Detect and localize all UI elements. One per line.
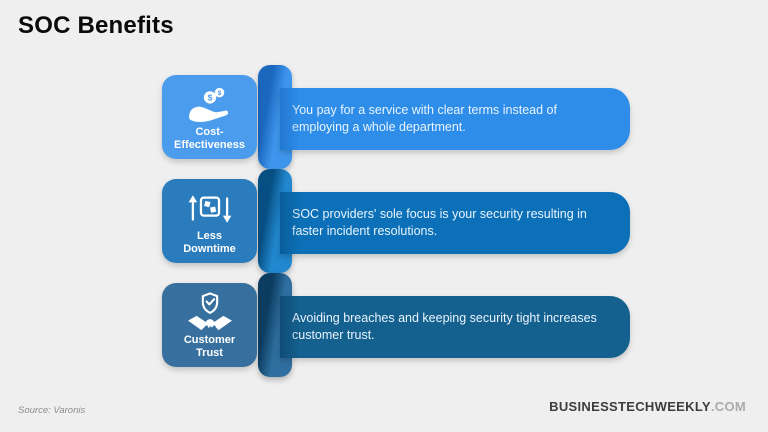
benefit-icon-box: Customer Trust [162,283,257,367]
benefit-row-less-downtime: SOC providers' sole focus is your securi… [0,169,768,283]
benefit-label: Cost- Effectiveness [174,126,245,151]
benefit-description: Avoiding breaches and keeping security t… [292,310,597,343]
benefit-icon-box: $ $ Cost- Effectiveness [162,75,257,159]
benefit-row-customer-trust: Avoiding breaches and keeping security t… [0,273,768,387]
uptime-arrows-icon [187,189,233,229]
benefit-banner: You pay for a service with clear terms i… [280,88,630,150]
benefit-description: You pay for a service with clear terms i… [292,102,557,135]
svg-text:$: $ [217,90,221,97]
brand-name: BUSINESSTECHWEEKLY [549,399,711,414]
brand-domain-suffix: .COM [710,399,746,414]
handshake-shield-icon [187,292,233,333]
benefit-banner: Avoiding breaches and keeping security t… [280,296,630,358]
benefit-icon-box: Less Downtime [162,179,257,263]
benefit-description: SOC providers' sole focus is your securi… [292,206,587,239]
benefit-banner: SOC providers' sole focus is your securi… [280,192,630,254]
benefit-label: Less Downtime [183,230,236,255]
page-title: SOC Benefits [18,12,174,39]
benefit-label: Customer Trust [183,334,236,359]
svg-text:$: $ [207,93,212,103]
hand-coins-icon: $ $ [187,85,233,125]
brand-logo: BUSINESSTECHWEEKLY.COM [549,399,746,414]
source-credit: Source: Varonis [18,405,86,416]
benefit-row-cost-effectiveness: You pay for a service with clear terms i… [0,65,768,179]
